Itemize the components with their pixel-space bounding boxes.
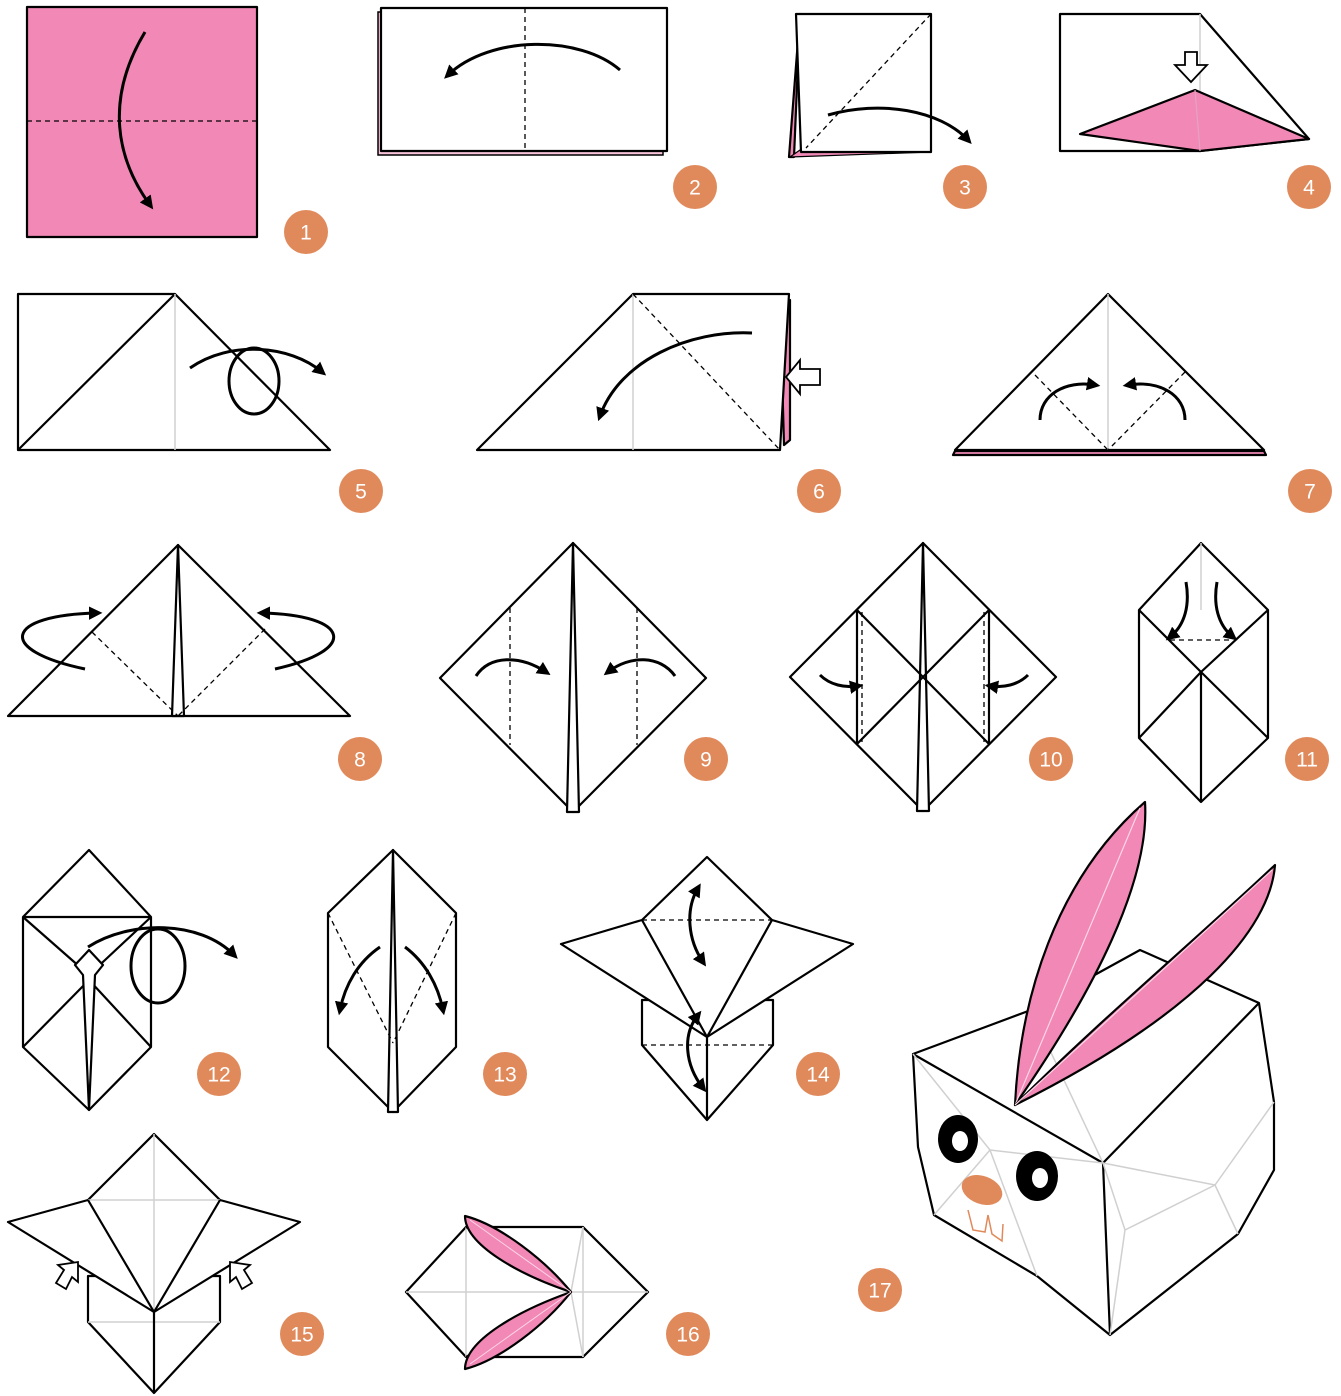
step-7-triangle [953, 294, 1266, 455]
step-number: 14 [806, 1064, 830, 1087]
step-number: 1 [300, 222, 312, 245]
step-5-half-turned [18, 294, 330, 450]
step-17-finished-bunny [913, 802, 1275, 1335]
step-number: 2 [689, 177, 701, 200]
step-1-square [27, 7, 257, 237]
step-number: 12 [207, 1064, 230, 1087]
step-number: 15 [290, 1324, 313, 1347]
step-15-wings-open [8, 1134, 300, 1393]
step-3-small-square [789, 14, 968, 157]
step-11-hexagon [1139, 543, 1268, 802]
step-4-squash [1060, 14, 1309, 151]
step-badge-3: 3 [943, 165, 987, 209]
step-badge-11: 11 [1285, 737, 1329, 781]
step-badge-14: 14 [796, 1052, 840, 1096]
step-badge-15: 15 [280, 1312, 324, 1356]
step-badge-16: 16 [666, 1312, 710, 1356]
step-badge-6: 6 [797, 469, 841, 513]
step-number: 9 [700, 749, 712, 772]
step-6-squash-left [477, 294, 820, 450]
step-badge-7: 7 [1288, 469, 1332, 513]
step-badge-8: 8 [338, 737, 382, 781]
step-number: 5 [355, 481, 367, 504]
step-number: 8 [354, 749, 366, 772]
step-number: 17 [868, 1280, 891, 1303]
step-number: 3 [959, 177, 971, 200]
step-badge-1: 1 [284, 210, 328, 254]
step-badge-17: 17 [858, 1268, 902, 1312]
step-badge-13: 13 [483, 1052, 527, 1096]
step-10-diamond-folded [790, 543, 1056, 811]
step-badge-4: 4 [1287, 165, 1331, 209]
step-16-ears [406, 1216, 648, 1369]
step-number: 4 [1303, 177, 1315, 200]
step-2-rectangle [378, 8, 667, 155]
step-number: 16 [676, 1324, 699, 1347]
step-number: 11 [1296, 749, 1318, 772]
step-badge-5: 5 [339, 469, 383, 513]
step-badge-2: 2 [673, 165, 717, 209]
step-13-hexagon-tall [328, 850, 456, 1112]
step-number: 13 [493, 1064, 516, 1087]
step-number: 6 [813, 481, 825, 504]
step-number: 7 [1304, 481, 1316, 504]
step-8-waterbomb [8, 545, 350, 716]
step-badge-12: 12 [197, 1052, 241, 1096]
step-number: 10 [1039, 749, 1062, 772]
step-badge-9: 9 [684, 737, 728, 781]
step-9-diamond [440, 543, 706, 812]
step-badge-10: 10 [1029, 737, 1073, 781]
